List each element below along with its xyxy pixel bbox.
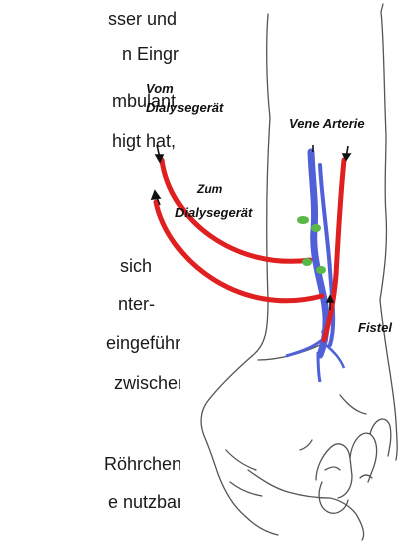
clamp-icon	[316, 266, 326, 274]
clamp-icon	[311, 224, 321, 232]
label-vom-line1: Vom	[146, 80, 174, 98]
label-vene-arterie: Vene Arterie	[289, 115, 365, 133]
clamp-icon	[297, 216, 309, 224]
dialysis-tubes	[156, 160, 322, 301]
arrow-head-icon	[152, 191, 160, 199]
label-zum-line2: Dialysegerät	[175, 204, 252, 222]
label-vom-line2: Dialysegerät	[146, 99, 223, 117]
label-zum-line1: Zum	[197, 180, 222, 198]
hand-outline	[201, 4, 397, 540]
label-fistel: Fistel	[358, 319, 392, 337]
clamp-icon	[302, 258, 312, 266]
